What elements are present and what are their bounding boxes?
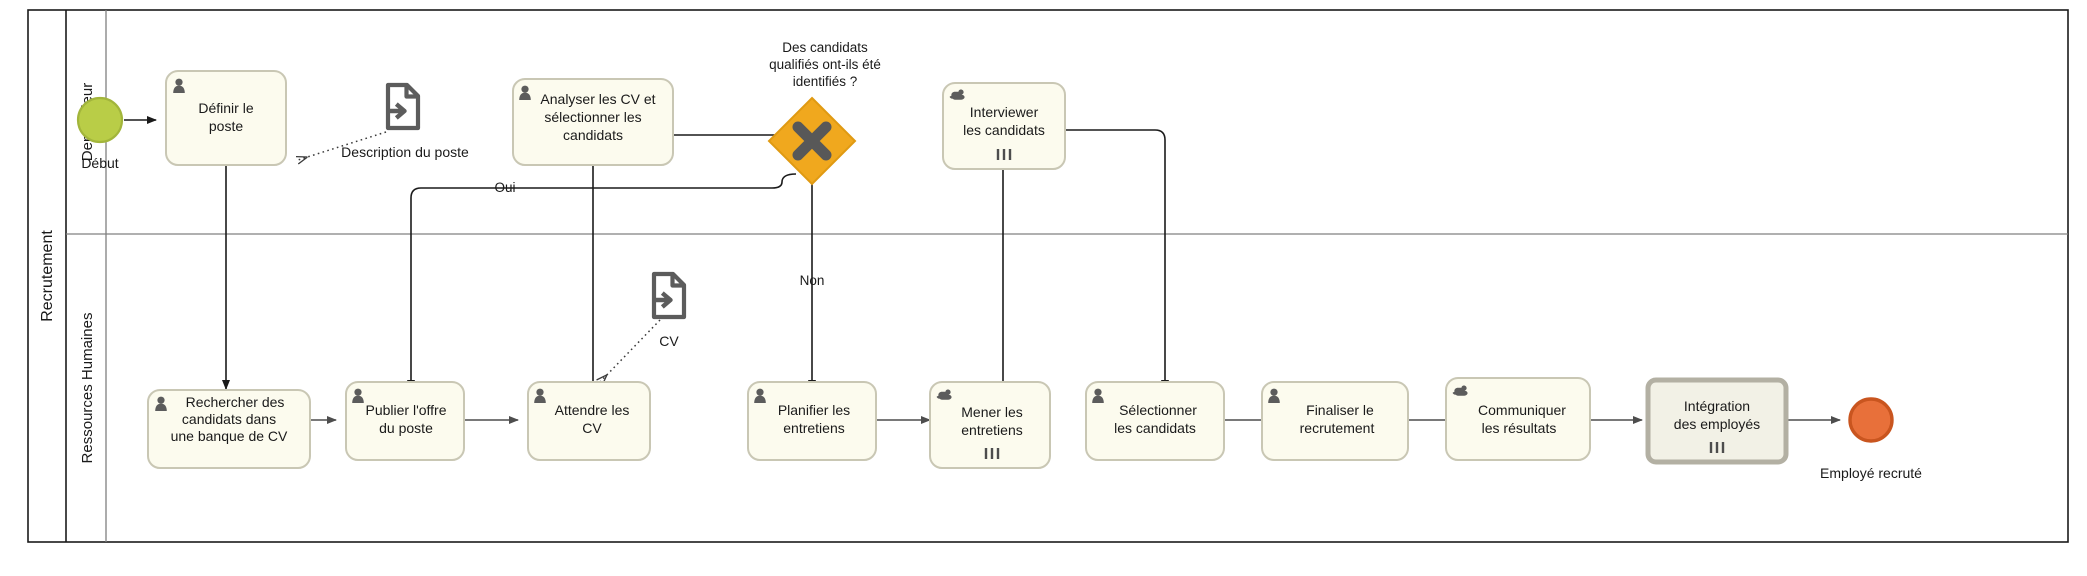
multi-instance-marker [996, 149, 1012, 160]
task-label-line1: Planifier les [778, 402, 850, 418]
task-label-line2: du poste [379, 420, 433, 436]
assoc-description-to-definir [298, 131, 387, 160]
task-rechercher-des-candidats[interactable]: Rechercher des candidats dans une banque… [147, 389, 311, 469]
task-attendre-les-cv[interactable]: Attendre les CV Attendre les CV [527, 381, 651, 461]
task-label-line1: Intégration [1684, 398, 1750, 414]
lane-ressources-humaines: Ressources Humaines [79, 313, 96, 464]
task-definir-le-poste[interactable]: Définir le poste Définir le poste [165, 70, 287, 166]
task-label-line1: Définir le [198, 100, 253, 116]
exclusive-gateway[interactable]: Des candidats qualifiés ont-ils été iden… [767, 40, 881, 186]
task-label-line2: recrutement [1300, 420, 1375, 436]
task-label-line2: les résultats [1482, 420, 1557, 436]
gateway-label-line1: Des candidats [782, 40, 868, 55]
gateway-x-marker [792, 121, 832, 161]
flow-label-oui: Oui [494, 180, 515, 195]
task-analyser-les-cv[interactable]: Analyser les CV et sélectionner les cand… [512, 78, 674, 166]
task-label-line1: Analyser les CV et [540, 91, 655, 107]
task-label-line1: Interviewer [970, 104, 1039, 120]
sequence-flows [124, 116, 1841, 424]
multi-instance-marker [1709, 442, 1725, 453]
data-associations [298, 131, 661, 382]
task-label-line1: Rechercher des [186, 394, 285, 410]
task-selectionner-les-candidats[interactable]: Sélectionner les candidats Sélectionner … [1085, 381, 1225, 461]
lane-label-rh: Ressources Humaines [79, 313, 96, 464]
flow-label-non: Non [800, 273, 825, 288]
start-event[interactable]: Début [76, 96, 124, 171]
flow-oui-gateway-to-rechercher [407, 173, 797, 390]
task-label-line2: entretiens [961, 422, 1022, 438]
task-label-line2: les candidats [963, 122, 1045, 138]
gateway-label-line2: qualifiés ont-ils été [769, 57, 881, 72]
task-label-line2: les candidats [1114, 420, 1196, 436]
task-label-line1: Finaliser le [1306, 402, 1374, 418]
call-activity-integration-des-employes[interactable]: Intégration des employés Intégration des… [1645, 377, 1789, 465]
task-label-line2: des employés [1674, 416, 1760, 432]
data-object-label-description: Description du poste [341, 144, 469, 160]
task-publier-loffre-du-poste[interactable]: Publier l'offre du poste Publier l'offre… [345, 381, 465, 461]
task-label-line2: candidats dans [182, 411, 276, 427]
task-label-line2: poste [209, 118, 243, 134]
task-label-line1: Communiquer [1478, 402, 1566, 418]
task-label-line1: Publier l'offre [365, 402, 446, 418]
task-label-line1: Attendre les [555, 402, 630, 418]
end-event-label: Employé recruté [1820, 465, 1922, 481]
task-communiquer-les-resultats[interactable]: Communiquer les résultats Communiquer le… [1445, 377, 1591, 461]
data-object-cv[interactable]: CV [654, 274, 684, 349]
task-label-line3: une banque de CV [171, 428, 288, 444]
end-event[interactable]: Employé recruté [1820, 397, 1922, 481]
task-label-line2: sélectionner les [544, 109, 641, 125]
task-interviewer-les-candidats[interactable]: Interviewer les candidats Interviewer le… [942, 82, 1066, 170]
task-label-line1: Mener les [961, 404, 1022, 420]
task-finaliser-le-recrutement[interactable]: Finaliser le recrutement Finaliser le re… [1261, 381, 1409, 461]
data-object-description-du-poste[interactable]: Description du poste [341, 85, 469, 160]
gateway-label-line3: identifiés ? [793, 74, 858, 89]
data-object-label-cv: CV [659, 333, 679, 349]
task-label-line3: candidats [563, 127, 623, 143]
task-planifier-les-entretiens[interactable]: Planifier les entretiens Planifier les e… [747, 381, 877, 461]
start-event-label: Début [81, 155, 118, 171]
multi-instance-marker [984, 448, 1000, 459]
task-mener-les-entretiens[interactable]: Mener les entretiens Mener les entretien… [929, 381, 1051, 469]
task-label-line2: entretiens [783, 420, 844, 436]
task-label-line1: Sélectionner [1119, 402, 1197, 418]
task-label-line2: CV [582, 420, 602, 436]
flow-interviewer-to-selectionner [1065, 129, 1169, 390]
pool-label: Recrutement [39, 230, 56, 322]
